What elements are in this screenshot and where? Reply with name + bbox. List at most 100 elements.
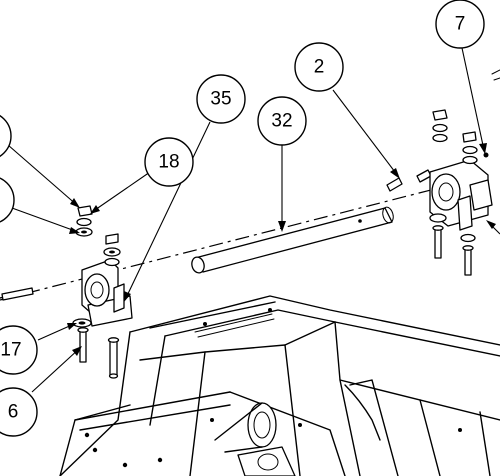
callout-18: 18 <box>144 137 194 187</box>
leader-17 <box>37 323 75 341</box>
pivot-cylinder-bore <box>253 411 271 439</box>
left-nut-2 <box>105 233 119 245</box>
left-lower-washer-hole <box>78 321 86 325</box>
bolt-hole <box>84 432 90 438</box>
callout-6: 6 <box>0 387 38 437</box>
callout-32: 32 <box>257 96 307 146</box>
callout-35: 35 <box>196 74 246 124</box>
frame-right-member-2 <box>479 411 491 476</box>
left-stub-body <box>1 287 34 301</box>
leader-5 <box>11 207 79 233</box>
callout-32-circle <box>257 96 307 146</box>
arrow-32 <box>278 221 286 232</box>
frame-right-leg-2 <box>339 379 361 476</box>
leader-18 <box>91 171 151 213</box>
left-bearing-foot <box>113 283 125 313</box>
arrow-6 <box>72 346 82 356</box>
callout-2: 2 <box>294 42 344 92</box>
right-washer-top <box>432 123 448 133</box>
right-grease-fitting <box>483 152 489 158</box>
left-bolt-1-head <box>77 327 89 333</box>
pivot-cylinder-end <box>247 402 277 448</box>
callout-17-label: 17 <box>0 340 21 361</box>
bolt-hole <box>157 457 163 463</box>
bolt-hole <box>210 418 214 422</box>
callout-17-circle <box>0 325 38 375</box>
arrow-4 <box>70 198 80 208</box>
arrow-7 <box>479 143 487 154</box>
shaft-centerline <box>0 179 471 301</box>
right-nut-2 <box>462 131 477 143</box>
callout-35-label: 35 <box>210 89 231 110</box>
right-washer-2 <box>462 145 478 155</box>
callout-4: 4 <box>0 115 12 157</box>
bolt-hole <box>203 322 207 326</box>
shaft-body <box>194 207 393 273</box>
leader-7 <box>461 47 485 151</box>
frame-left-drop <box>59 331 131 476</box>
left-washer-4 <box>76 217 92 227</box>
left-bolt-1 <box>79 329 87 363</box>
machine-frame <box>59 295 500 476</box>
arrow-35 <box>124 291 131 302</box>
slot-line-2 <box>197 318 275 338</box>
callout-2-circle <box>294 42 344 92</box>
right-nut-top <box>432 109 448 121</box>
left-bolt-2-tip <box>108 373 119 379</box>
callout-7-circle <box>435 0 485 49</box>
right-bolt-2 <box>464 247 472 276</box>
right-washer-top-2 <box>432 133 448 143</box>
callout-18-label: 18 <box>158 152 179 173</box>
callout-32-label: 32 <box>271 111 292 132</box>
shaft-tube <box>191 206 394 274</box>
hinge-hole <box>257 453 279 471</box>
left-bearing-assembly <box>0 205 133 379</box>
callout-7-label: 7 <box>455 14 466 35</box>
callout-35-circle <box>196 74 246 124</box>
left-bearing-bore <box>90 281 104 299</box>
cylinder-line <box>214 402 263 441</box>
frame-top-edge <box>129 295 500 346</box>
frame-bottom-beam-2 <box>79 404 231 431</box>
right-bearing-assembly <box>429 69 500 276</box>
clevis-pin <box>386 169 432 192</box>
callout-5: 5 <box>0 177 15 223</box>
shaft-end-left <box>191 256 205 274</box>
leader-2 <box>332 89 399 177</box>
frame-bottom-beam <box>74 391 231 421</box>
right-lower-washer <box>429 213 447 223</box>
left-bolt-2 <box>109 339 118 377</box>
arrow-17 <box>67 323 77 330</box>
slot-line <box>194 313 273 333</box>
frame-right-member <box>419 399 441 476</box>
frame-brace <box>284 321 336 346</box>
callout-17: 17 <box>0 325 38 375</box>
frame-inner-edge <box>149 301 276 329</box>
arrow-5 <box>69 227 80 234</box>
frame-right-leg <box>349 379 399 476</box>
right-edge-part-2 <box>493 77 500 81</box>
bolt-hole <box>268 308 272 312</box>
left-washer-3 <box>104 257 120 267</box>
bolt-hole <box>298 423 302 427</box>
right-bearing-bore <box>438 182 454 202</box>
right-bolt-1 <box>434 227 442 259</box>
shaft-end-right <box>382 206 394 224</box>
left-washer-2-hole <box>109 250 115 254</box>
right-bolt-1-head <box>432 225 444 231</box>
right-bearing-foot <box>457 195 473 231</box>
left-bearing-housing <box>84 273 110 307</box>
right-bearing-side <box>469 179 493 211</box>
pin-body-2 <box>416 169 432 183</box>
arrow-offscreen <box>486 220 496 229</box>
right-washer-3 <box>462 155 478 165</box>
leader-6 <box>31 347 81 393</box>
hinge-block <box>237 446 296 476</box>
pin-body <box>386 177 403 192</box>
right-bearing-housing <box>431 173 461 211</box>
bolt-hole <box>92 447 98 453</box>
callout-18-circle <box>144 137 194 187</box>
gusset-curve <box>344 384 381 441</box>
